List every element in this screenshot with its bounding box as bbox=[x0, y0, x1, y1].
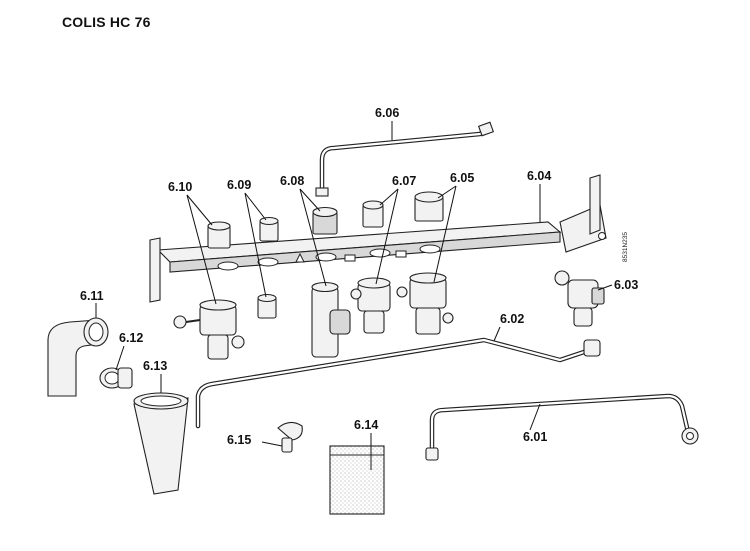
callout-6-11: 6.11 bbox=[80, 289, 104, 303]
valve-607 bbox=[350, 277, 391, 334]
callout-6-01: 6.01 bbox=[523, 430, 547, 444]
callout-6-02: 6.02 bbox=[500, 312, 524, 326]
elbow-611 bbox=[47, 317, 109, 397]
nipple-609 bbox=[257, 293, 277, 319]
callout-6-04: 6.04 bbox=[527, 169, 551, 183]
filter-608 bbox=[311, 281, 351, 358]
callout-6-14: 6.14 bbox=[354, 418, 378, 432]
callout-6-10: 6.10 bbox=[168, 180, 192, 194]
reference-code: 8531N235 bbox=[622, 232, 629, 262]
pipe-602 bbox=[195, 337, 601, 429]
valve-605 bbox=[396, 272, 454, 335]
callout-6-08: 6.08 bbox=[280, 174, 304, 188]
seals-bag-614 bbox=[329, 445, 385, 515]
funnel-613 bbox=[133, 392, 189, 495]
callout-6-13: 6.13 bbox=[143, 359, 167, 373]
pipe-601 bbox=[425, 393, 699, 461]
callout-6-07: 6.07 bbox=[392, 174, 416, 188]
callout-6-03: 6.03 bbox=[614, 278, 638, 292]
mounting-rail bbox=[149, 174, 607, 303]
callout-6-05: 6.05 bbox=[450, 171, 474, 185]
page-title: COLIS HC 76 bbox=[62, 14, 151, 30]
top-fitting-605 bbox=[414, 191, 444, 222]
pipe-606 bbox=[315, 121, 495, 197]
coupling-612 bbox=[99, 367, 133, 389]
top-fitting-610 bbox=[207, 221, 231, 249]
top-fitting-608 bbox=[312, 206, 338, 235]
top-fitting-609 bbox=[259, 216, 279, 242]
top-fitting-607 bbox=[362, 200, 384, 228]
safety-valve-603 bbox=[554, 270, 605, 327]
callout-6-15: 6.15 bbox=[227, 433, 251, 447]
key-615 bbox=[277, 421, 303, 453]
leader-lines bbox=[95, 121, 613, 470]
callout-6-06: 6.06 bbox=[375, 106, 399, 120]
valve-610 bbox=[173, 299, 245, 360]
callout-6-12: 6.12 bbox=[119, 331, 143, 345]
callout-6-09: 6.09 bbox=[227, 178, 251, 192]
